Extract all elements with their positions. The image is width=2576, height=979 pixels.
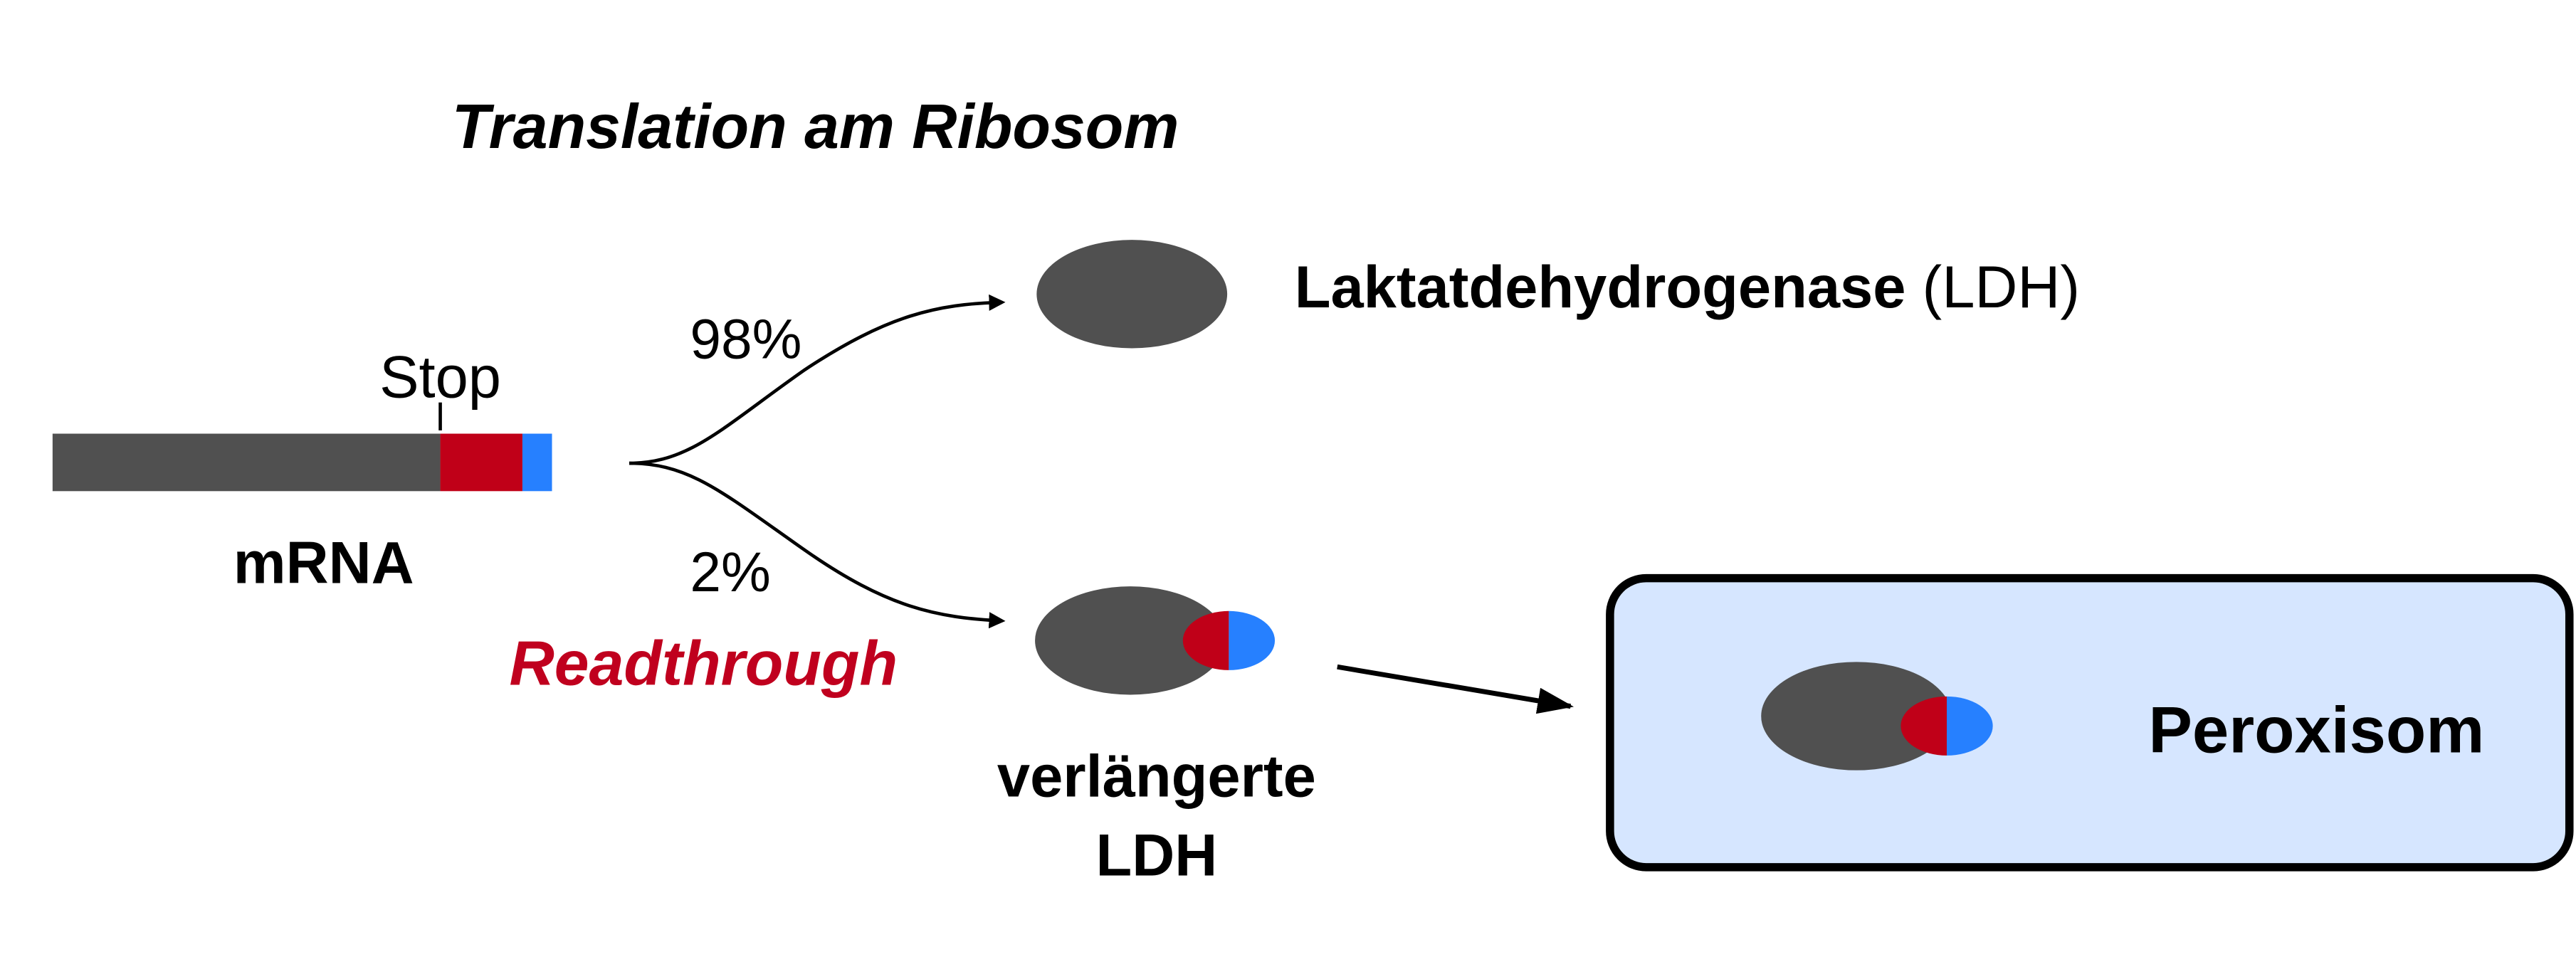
ldh-name: Laktatdehydrogenase: [1295, 254, 1906, 320]
imported-ldh-shape: [1761, 662, 1993, 771]
mrna-label: mRNA: [233, 530, 414, 596]
mrna-signal-segment: [522, 433, 552, 492]
readthrough-label: Readthrough: [509, 629, 898, 699]
mrna-readthrough-segment: [440, 433, 522, 492]
extended-ldh-shape: [1035, 586, 1276, 695]
ldh-label: Laktatdehydrogenase (LDH): [1295, 254, 2080, 320]
extended-ldh-label-line2: LDH: [1095, 822, 1217, 888]
ldh-abbrev: (LDH): [1905, 254, 2080, 320]
extended-ldh-label-line1: verlängerte: [997, 743, 1316, 810]
peroxisome-label: Peroxisom: [2148, 692, 2484, 766]
mrna-coding-segment: [52, 433, 441, 492]
arrow-to-extended-ldh: [629, 461, 1006, 629]
extension-red-half: [1182, 610, 1229, 670]
mrna-bar: [52, 402, 552, 492]
diagram-title: Translation am Ribosom: [452, 92, 1179, 162]
arrow-to-peroxisome: [1337, 664, 1574, 714]
ldh-protein-shape: [1036, 240, 1228, 349]
imported-signal-blue-half: [1947, 696, 1993, 756]
percent-98-label: 98%: [690, 307, 801, 370]
peroxisome-compartment: [1606, 573, 2574, 872]
stop-label: Stop: [379, 344, 501, 411]
imported-extension-red-half: [1901, 696, 1947, 756]
percent-2-label: 2%: [690, 541, 770, 603]
arrow-to-ldh: [629, 294, 1006, 465]
signal-blue-half: [1229, 610, 1276, 670]
